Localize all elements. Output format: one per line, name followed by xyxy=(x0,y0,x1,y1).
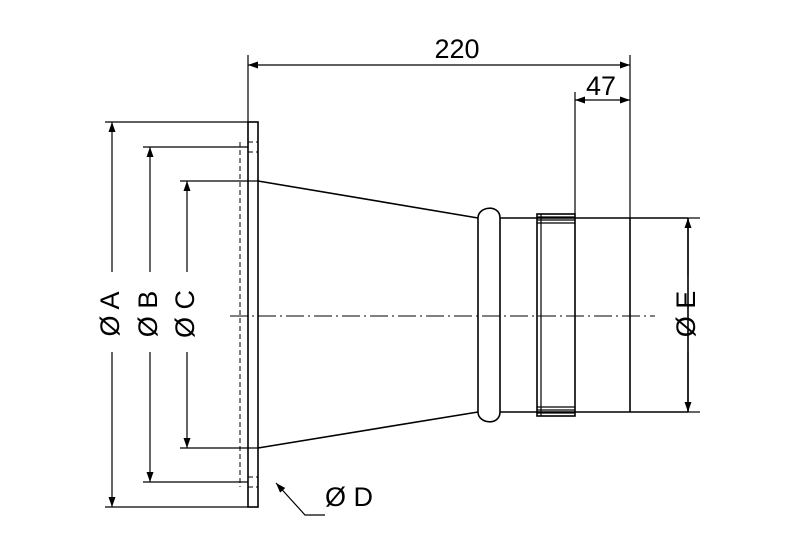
label-220: 220 xyxy=(434,34,479,64)
extension-lines xyxy=(105,55,700,508)
label-diameter-c: Ø C xyxy=(170,290,200,338)
dimension-lines xyxy=(108,61,692,516)
bead-top xyxy=(477,207,501,219)
dimension-labels: 220 47 Ø A Ø B Ø C Ø E Ø D xyxy=(95,34,701,512)
cone-top-edge xyxy=(257,180,479,219)
label-diameter-a: Ø A xyxy=(95,291,125,336)
cone-bottom-edge xyxy=(257,411,479,449)
gasket-ring xyxy=(536,213,576,417)
reducer-part xyxy=(230,121,689,508)
flange-plate xyxy=(247,121,259,508)
bead-bottom xyxy=(477,411,501,423)
label-47: 47 xyxy=(586,71,616,101)
label-diameter-e: Ø E xyxy=(671,291,701,338)
label-diameter-b: Ø B xyxy=(133,291,163,338)
label-diameter-d: Ø D xyxy=(325,482,373,512)
dim-d-leader xyxy=(275,482,325,516)
